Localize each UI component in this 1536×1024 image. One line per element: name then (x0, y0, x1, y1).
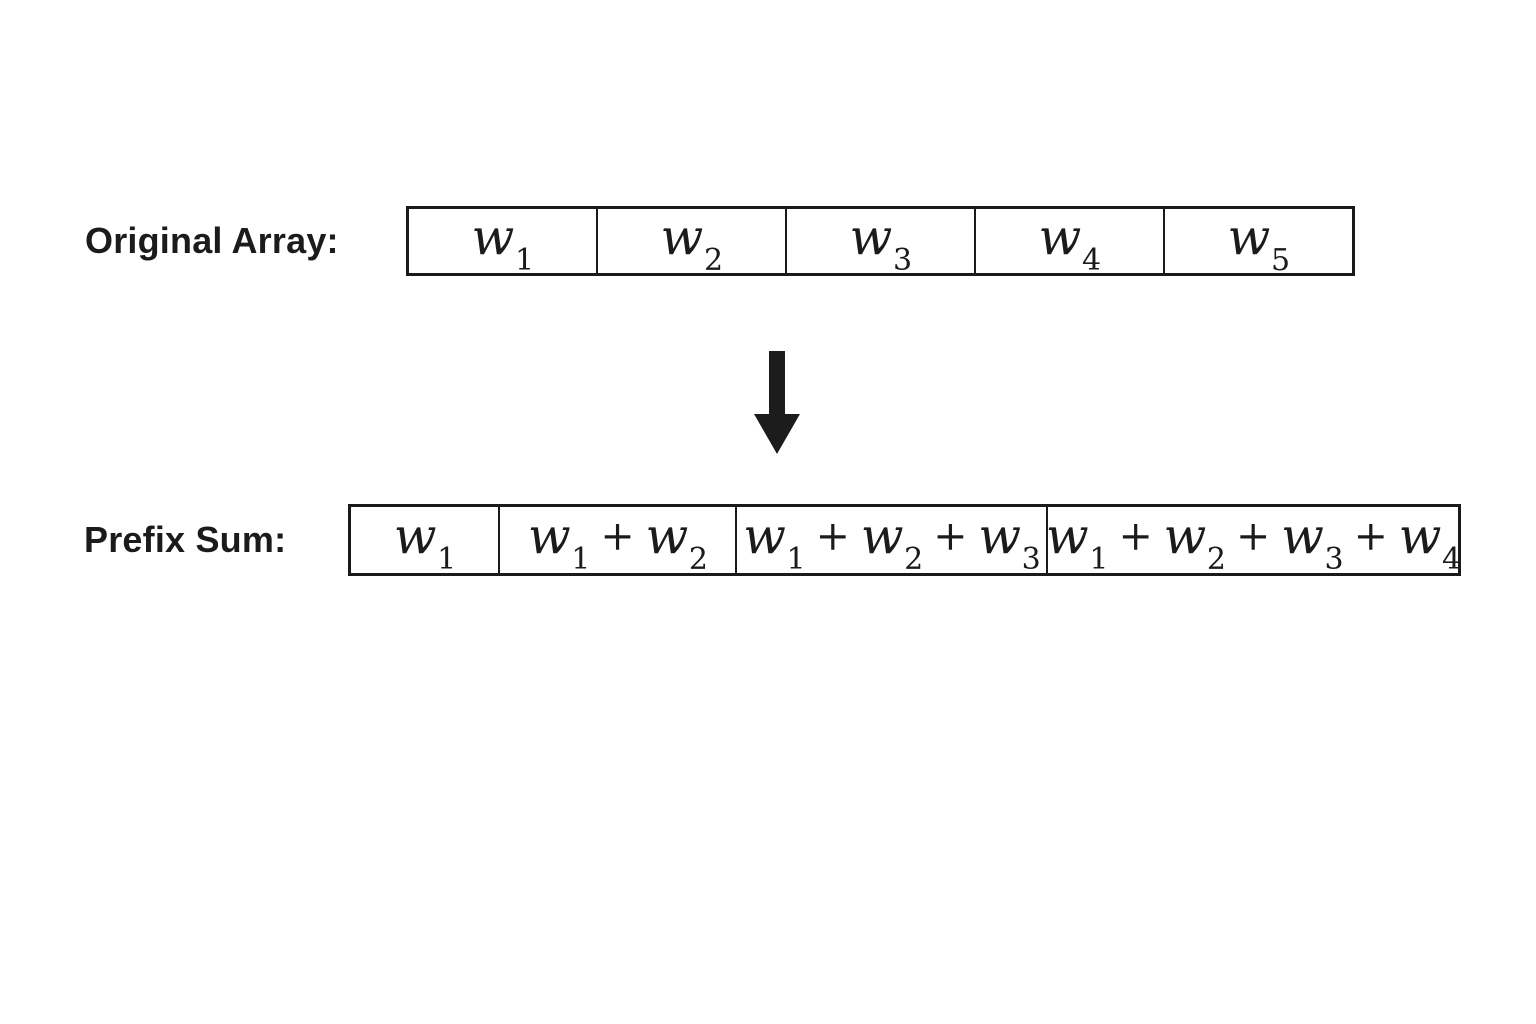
plus-operator: + (1236, 511, 1271, 560)
plus-operator: + (1118, 511, 1153, 560)
plus-operator: + (815, 511, 851, 560)
original-array-cell: w1 (409, 209, 598, 273)
math-expression: w5 (1227, 209, 1291, 273)
down-arrow-icon (753, 351, 801, 454)
math-expression: w2 (660, 209, 724, 273)
math-expression: w1 (471, 209, 535, 273)
math-expression: w1 (393, 507, 457, 573)
math-expression: w3 (849, 209, 913, 273)
original-array-cell: w4 (976, 209, 1165, 273)
prefix-sum-cell: w1+w2+w3 (737, 507, 1049, 573)
original-array-cell: w2 (598, 209, 787, 273)
plus-operator: + (933, 511, 968, 560)
original-array-cell: w3 (787, 209, 976, 273)
math-expression: w4 (1038, 209, 1102, 273)
math-expression: w1+w2+w3+w4 (1048, 507, 1458, 573)
prefix-sum-cell: w1+w2+w3+w4 (1048, 507, 1458, 573)
original-array-label: Original Array: (85, 220, 339, 261)
math-expression: w1+w2+w3 (743, 507, 1041, 573)
prefix-sum-cell: w1 (351, 507, 501, 573)
original-array-cell: w5 (1165, 209, 1352, 273)
original-array-box: w1 w2 w3 w4 w5 (406, 206, 1355, 276)
math-expression: w1+w2 (527, 507, 708, 573)
plus-operator: + (1353, 511, 1388, 560)
prefix-sum-label: Prefix Sum: (84, 519, 287, 560)
prefix-sum-cell: w1+w2 (500, 507, 737, 573)
plus-operator: + (600, 511, 635, 560)
